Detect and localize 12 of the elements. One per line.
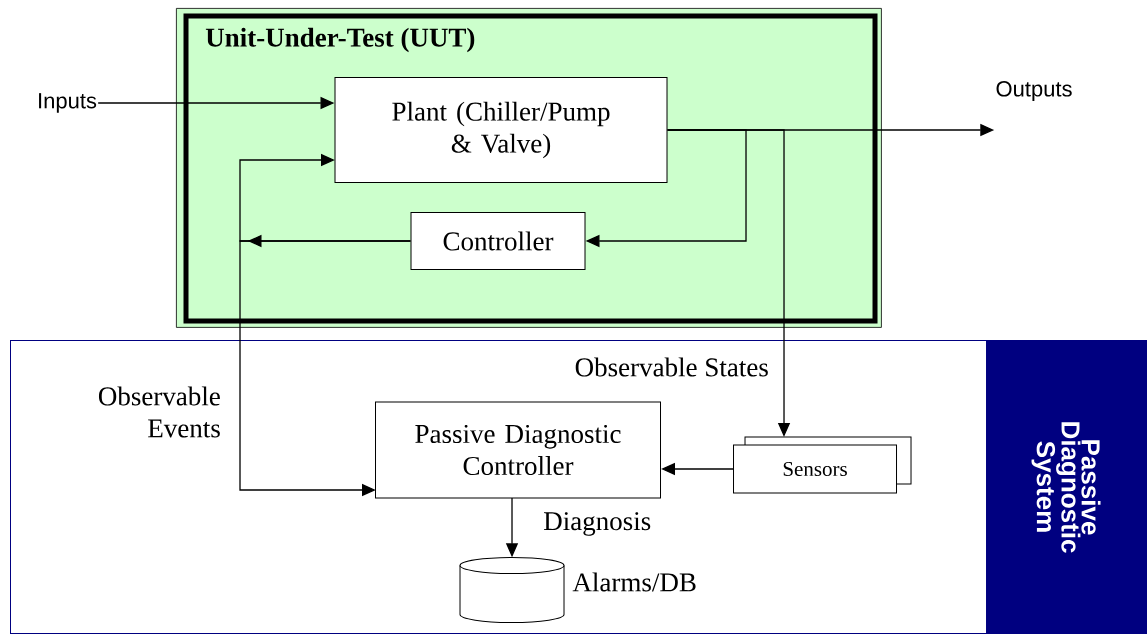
diagnostic-controller-box: Passive Diagnostic Controller	[375, 401, 661, 499]
edge-label: Diagnosis	[544, 512, 651, 536]
controller-box: Controller	[410, 212, 586, 270]
database-label: Alarms/DB	[572, 572, 696, 592]
input-label: Inputs	[39, 93, 97, 113]
sensor-stack: Sensors	[733, 436, 912, 494]
edge-label: Observable States	[575, 357, 768, 377]
output-label: Outputs	[996, 81, 1072, 101]
database-cylinder	[459, 557, 565, 623]
plant-box: Plant (Chiller/Pump & Valve)	[334, 77, 668, 183]
edge-label: Observable Events	[98, 386, 220, 438]
title: Unit-Under-Test (UUT)	[205, 27, 475, 53]
